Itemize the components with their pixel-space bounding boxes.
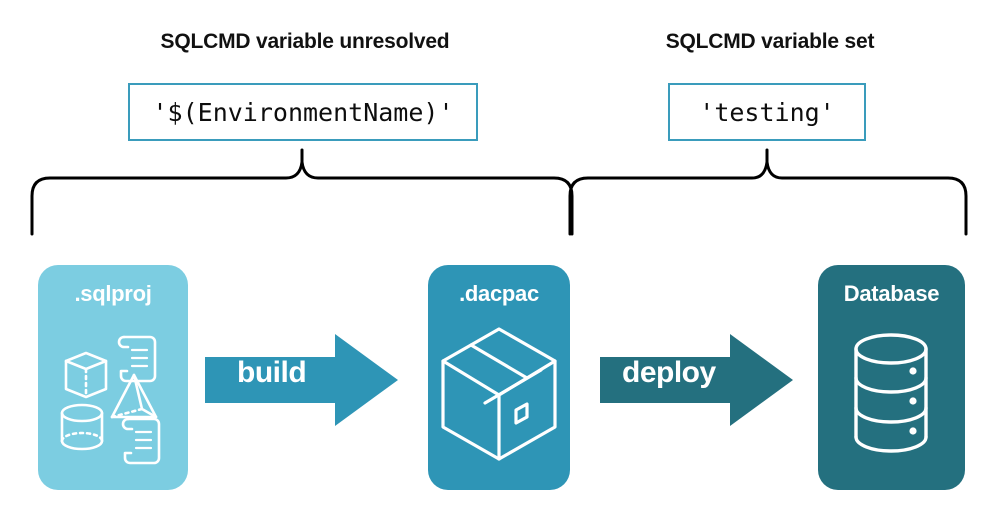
heading-sqlcmd-variable-set: SQLCMD variable set [665,30,875,53]
cube-icon [64,351,108,399]
stage-card-database: Database [818,265,965,490]
arrow-deploy: deploy [600,330,795,435]
code-box-set-value: 'testing' [668,83,866,141]
script-scroll-icon [121,417,161,465]
script-scroll-icon [117,335,157,383]
sqlproj-artwork-group [38,313,188,473]
pyramid-icon [110,373,158,419]
database-artwork-group [818,323,965,473]
arrow-label-build: build [237,356,307,389]
arrow-label-deploy: deploy [622,356,716,389]
stage-label-sqlproj: .sqlproj [74,281,152,306]
arrow-build-shape [205,334,398,426]
brace-build-span [30,148,574,236]
stage-card-dacpac: .dacpac [428,265,570,490]
dacpac-artwork-group [428,317,570,477]
code-box-unresolved-value: '$(EnvironmentName)' [128,83,478,141]
arrow-build: build [205,330,400,435]
arrow-deploy-shape [600,334,793,426]
stage-label-dacpac: .dacpac [459,281,539,306]
stage-label-database: Database [843,281,940,306]
database-cylinder-icon [854,333,928,453]
stage-card-sqlproj: .sqlproj [38,265,188,490]
cylinder-icon [60,403,104,451]
heading-sqlcmd-variable-unresolved: SQLCMD variable unresolved [160,30,450,53]
brace-deploy-span [568,148,968,236]
package-box-icon [441,327,557,461]
